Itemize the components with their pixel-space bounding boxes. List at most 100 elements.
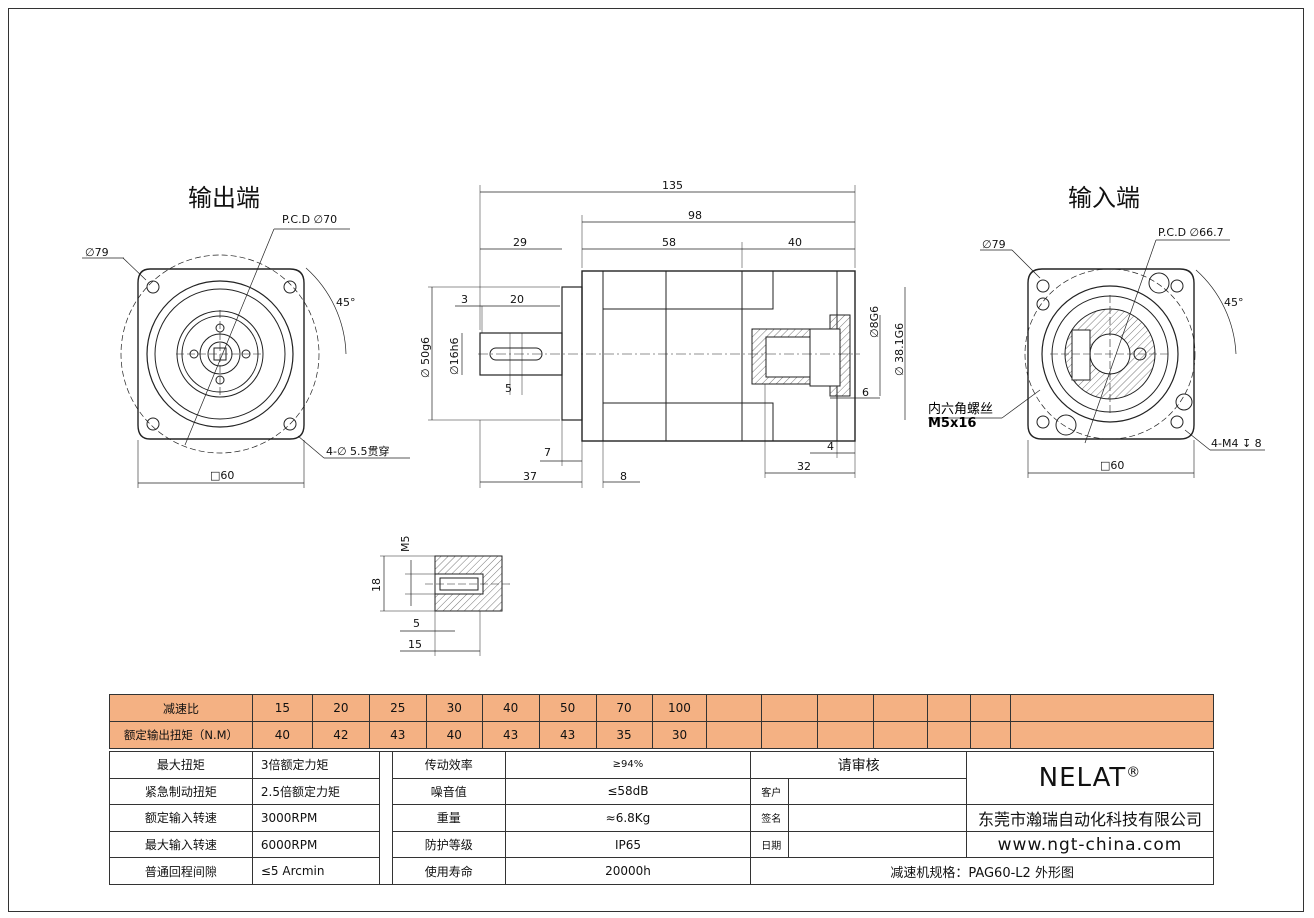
spec-label2: 重量 [391, 804, 506, 832]
spec-gap [378, 751, 393, 885]
hex-screw-spec: M5x16 [928, 416, 976, 431]
dim-dia-8: ∅8G6 [868, 306, 881, 338]
output-pcd: P.C.D ∅70 [282, 213, 337, 226]
dim-20: 20 [510, 293, 524, 306]
ratio-cell [817, 694, 875, 722]
spec-value: 2.5倍额定力矩 [251, 777, 380, 806]
spec-value2: IP65 [504, 830, 752, 859]
spec-label2: 传动效率 [391, 751, 506, 779]
spec-value2: 20000h [504, 857, 752, 885]
dim-5: 5 [505, 382, 512, 395]
spec-label: 最大输入转速 [109, 830, 253, 859]
dim-dia-50: ∅ 50g6 [419, 337, 432, 378]
ratio-row: 减速比 15 20 25 30 40 50 70 100 [109, 694, 1214, 722]
dim-dia-38: ∅ 38.1G6 [893, 323, 906, 376]
ratio-cell: 25 [368, 694, 427, 722]
brand-cell: NELAT® [965, 750, 1215, 806]
torque-cell [970, 721, 1012, 749]
dim-29: 29 [513, 236, 527, 249]
ratio-cell: 15 [251, 694, 313, 722]
ratio-cell: 70 [595, 694, 653, 722]
company-name: 东莞市瀚瑞自动化科技有限公司 [965, 804, 1215, 832]
torque-cell: 40 [425, 721, 483, 749]
torque-cell: 43 [368, 721, 427, 749]
dim-8: 8 [620, 470, 627, 483]
spec-value: 3倍额定力矩 [251, 751, 380, 779]
key-15: 15 [408, 638, 422, 651]
torque-label: 额定输出扭矩（N.M） [109, 721, 253, 749]
spec-row: 最大输入转速 6000RPM 防护等级 IP65 日期 www.ngt-chin… [109, 830, 1215, 859]
spec-label2: 防护等级 [391, 830, 506, 859]
input-holes: 4-M4 ↧ 8 [1211, 437, 1262, 450]
drawing-sheet [8, 8, 1304, 912]
dim-4: 4 [827, 440, 834, 453]
customer-label: 客户 [750, 777, 790, 806]
model-spec: 减速机规格：PAG60-L2 外形图 [750, 857, 1214, 885]
key-detail [380, 555, 512, 656]
ratio-cell [761, 694, 819, 722]
dim-3: 3 [461, 293, 468, 306]
torque-cell-blank [1010, 721, 1214, 749]
approval-header: 请审核 [750, 751, 967, 779]
spec-label: 紧急制动扭矩 [109, 777, 253, 806]
spec-row: 额定输入转速 3000RPM 重量 ≈6.8Kg 签名 东莞市瀚瑞自动化科技有限… [109, 804, 1215, 832]
output-square: □60 [210, 469, 234, 482]
output-angle: 45° [336, 296, 356, 309]
date-field[interactable] [788, 830, 967, 859]
dim-40: 40 [788, 236, 802, 249]
ratio-cell [927, 694, 972, 722]
output-end-view [82, 228, 410, 488]
spec-label2: 使用寿命 [391, 857, 506, 885]
spec-row: 普通回程间隙 ≤5 Arcmin 使用寿命 20000h 减速机规格：PAG60… [109, 857, 1214, 885]
spec-label: 普通回程间隙 [109, 857, 253, 885]
torque-cell: 42 [311, 721, 370, 749]
dim-32: 32 [797, 460, 811, 473]
ratio-cell: 50 [538, 694, 597, 722]
spec-label2: 噪音值 [391, 777, 506, 806]
ratio-cell: 30 [425, 694, 483, 722]
spec-label: 最大扭矩 [109, 751, 253, 779]
torque-cell: 43 [481, 721, 540, 749]
key-5: 5 [413, 617, 420, 630]
key-18: 18 [370, 578, 383, 592]
output-dia-79: ∅79 [85, 246, 109, 259]
spec-value2: ≤58dB [504, 777, 752, 806]
dim-6: 6 [862, 386, 869, 399]
spec-row: 最大扭矩 3倍额定力矩 传动效率 ≥94% 请审核 NELAT® [109, 750, 1215, 885]
input-square: □60 [1100, 459, 1124, 472]
input-end-title: 输入端 [1068, 184, 1140, 212]
side-view [428, 185, 1041, 488]
torque-cell [706, 721, 763, 749]
key-m5: M5 [399, 536, 412, 553]
dim-dia-16: ∅16h6 [448, 337, 461, 375]
torque-cell [873, 721, 929, 749]
signature-field[interactable] [788, 804, 967, 832]
spec-value: 6000RPM [251, 830, 380, 859]
spec-table: 最大扭矩 3倍额定力矩 传动效率 ≥94% 请审核 NELAT® 紧急制动扭矩 … [109, 750, 1215, 885]
ratio-cell: 40 [481, 694, 540, 722]
ratio-cell: 100 [651, 694, 708, 722]
ratio-label: 减速比 [109, 694, 253, 722]
output-holes: 4-∅ 5.5贯穿 [326, 444, 390, 458]
dim-37: 37 [523, 470, 537, 483]
torque-row: 额定输出扭矩（N.M） 40 42 43 40 43 43 35 30 [109, 721, 1214, 749]
ratio-cell: 20 [311, 694, 370, 722]
brand-name: NELAT [1038, 763, 1127, 794]
torque-cell [761, 721, 819, 749]
torque-cell: 43 [538, 721, 597, 749]
signature-label: 签名 [750, 804, 790, 832]
torque-cell: 40 [251, 721, 313, 749]
output-end-title: 输出端 [188, 184, 260, 212]
date-label: 日期 [750, 830, 790, 859]
ratio-cell [706, 694, 763, 722]
torque-cell [817, 721, 875, 749]
ratio-cell [970, 694, 1012, 722]
customer-field[interactable] [788, 777, 967, 806]
input-dia-79: ∅79 [982, 238, 1006, 251]
torque-cell: 30 [651, 721, 708, 749]
dim-7: 7 [544, 446, 551, 459]
input-angle: 45° [1224, 296, 1244, 309]
dim-58: 58 [662, 236, 676, 249]
company-website[interactable]: www.ngt-china.com [965, 830, 1215, 859]
